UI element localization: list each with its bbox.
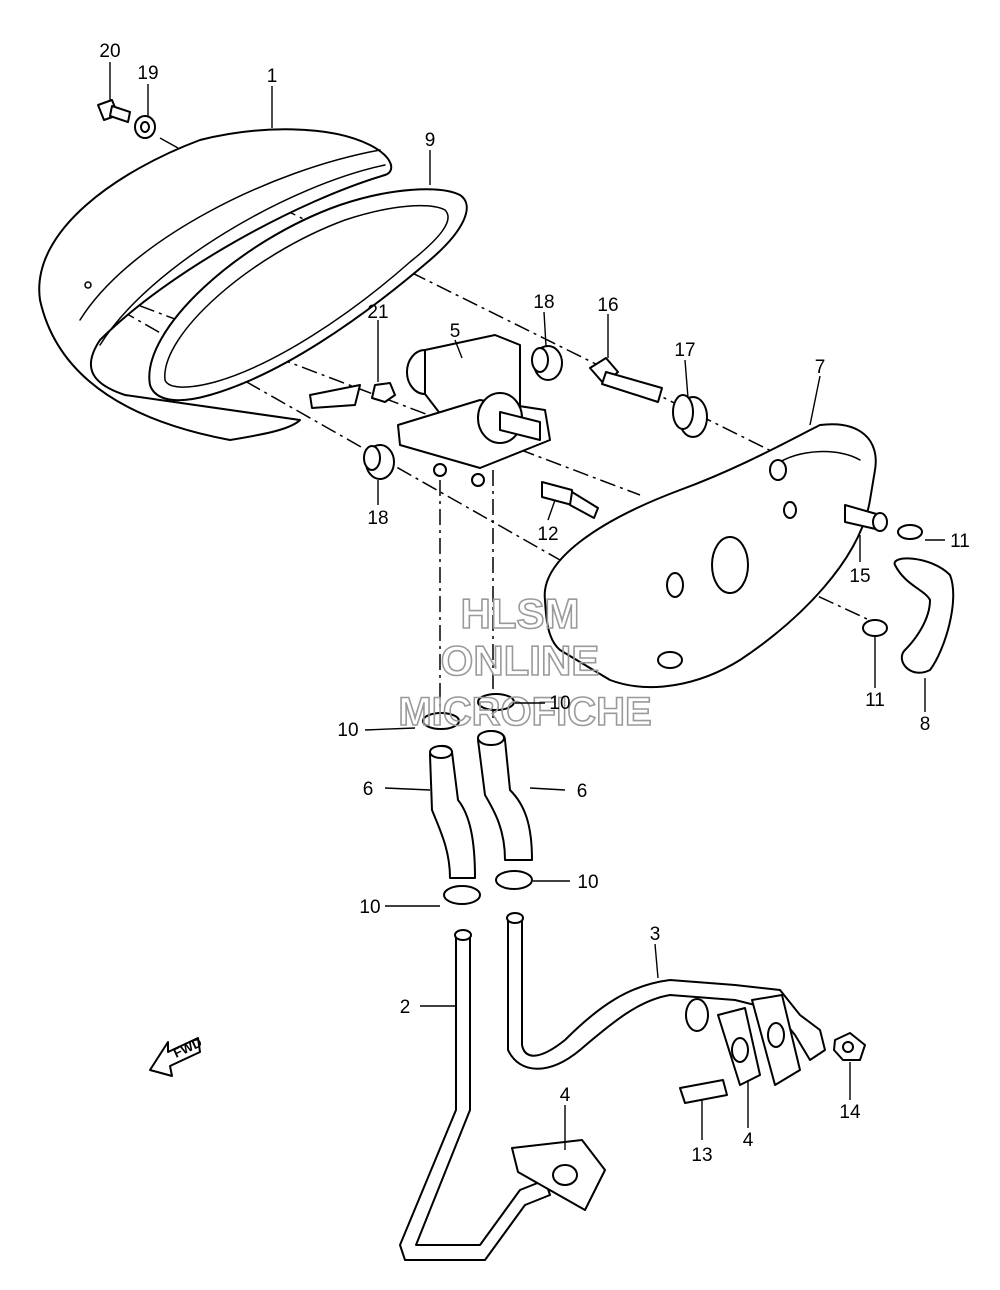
reed-valve-cover xyxy=(543,423,877,689)
bolt-16 xyxy=(589,357,663,403)
watermark: HLSM ONLINE MICROFICHE xyxy=(398,589,653,735)
callout-4-lower: 4 xyxy=(560,1085,571,1106)
washer-19 xyxy=(134,115,156,139)
callout-17: 17 xyxy=(674,340,695,361)
hose-6-right xyxy=(477,730,533,861)
gasket-4-loose xyxy=(685,998,709,1032)
clip-10-d xyxy=(495,870,533,890)
gasket-4-lower xyxy=(511,1139,606,1211)
clip-10-a xyxy=(422,712,460,730)
callout-numbers: 20 19 1 9 21 5 18 16 17 7 18 12 11 15 11… xyxy=(99,41,969,1166)
callout-5: 5 xyxy=(450,321,461,342)
callout-15: 15 xyxy=(849,566,870,587)
grommet-18-bottom xyxy=(363,444,395,480)
callout-12: 12 xyxy=(537,524,558,545)
callout-21: 21 xyxy=(367,302,388,323)
callout-18-bottom: 18 xyxy=(367,508,388,529)
watermark-line1: HLSM xyxy=(461,590,580,637)
callout-7: 7 xyxy=(815,357,826,378)
callout-9: 9 xyxy=(425,130,436,151)
gasket-4-right xyxy=(717,1007,761,1086)
callout-20: 20 xyxy=(99,41,120,62)
union-pipe-15 xyxy=(844,504,888,532)
air-cleaner-cover xyxy=(38,128,393,441)
callout-14: 14 xyxy=(839,1102,861,1123)
clip-10-b xyxy=(477,693,515,711)
callout-3: 3 xyxy=(650,924,661,945)
callout-6-left: 6 xyxy=(363,779,374,800)
callout-16: 16 xyxy=(597,295,618,316)
callout-1: 1 xyxy=(267,66,278,87)
callout-2: 2 xyxy=(400,997,411,1018)
pipe-2 xyxy=(399,929,551,1261)
callout-10-d: 10 xyxy=(577,872,598,893)
clip-10-c xyxy=(443,885,481,905)
stud-13 xyxy=(679,1079,728,1104)
hose-8 xyxy=(893,557,955,674)
hose-6-left xyxy=(429,744,476,879)
collar-17 xyxy=(672,394,708,438)
clip-11-lower xyxy=(862,619,888,637)
callout-10-c: 10 xyxy=(359,897,380,918)
watermark-line3: MICROFICHE xyxy=(398,690,651,734)
pipe-3 xyxy=(506,912,826,1070)
callout-4-right: 4 xyxy=(743,1130,754,1151)
gasket-4-back xyxy=(751,994,801,1086)
nut-14 xyxy=(833,1032,866,1061)
sensor-12 xyxy=(541,481,599,519)
callout-10-a: 10 xyxy=(337,720,358,741)
cover-gasket xyxy=(148,188,468,402)
leader-lines xyxy=(109,62,945,1150)
callout-19: 19 xyxy=(137,63,158,84)
callout-8: 8 xyxy=(920,714,931,735)
callout-18-top: 18 xyxy=(533,292,554,313)
watermark-line2: ONLINE xyxy=(441,637,600,684)
nut-21 xyxy=(371,382,396,403)
callout-11-upper: 11 xyxy=(950,531,970,552)
callout-11-lower: 11 xyxy=(865,690,885,711)
callout-10-b: 10 xyxy=(549,693,570,714)
fwd-arrow-icon: FWD xyxy=(149,1035,204,1077)
clip-11-upper xyxy=(897,524,923,540)
callout-6-right: 6 xyxy=(577,781,588,802)
pair-valve-body xyxy=(397,334,551,487)
grommet-18-top xyxy=(531,345,563,381)
callout-13: 13 xyxy=(691,1145,712,1166)
bolt-20 xyxy=(97,99,131,123)
